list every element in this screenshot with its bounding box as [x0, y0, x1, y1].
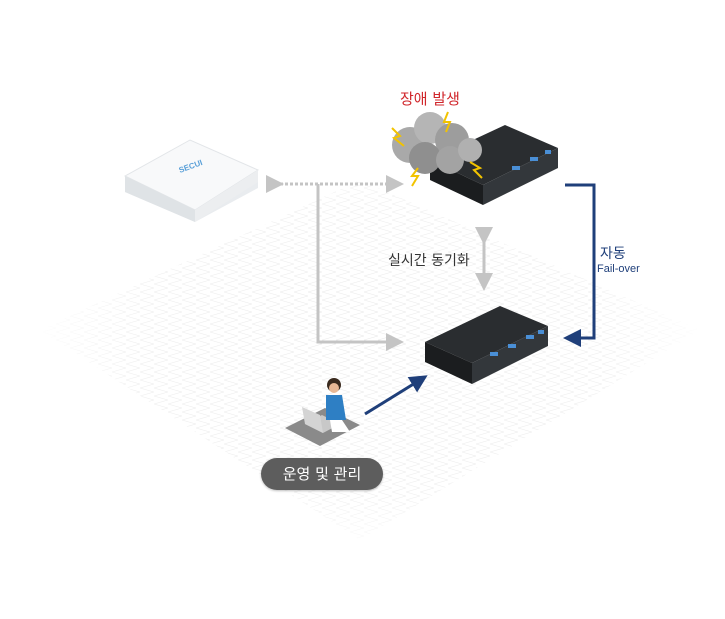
failure-label: 장애 발생 — [400, 90, 460, 108]
sync-connection — [266, 175, 493, 351]
operations-badge: 운영 및 관리 — [261, 458, 383, 490]
operator-laptop-icon — [285, 378, 360, 446]
failover-label: 자동 — [600, 246, 626, 262]
failover-sublabel: Fail-over — [597, 263, 640, 275]
failover-arrow — [563, 183, 596, 347]
sync-label: 실시간 동기화 — [388, 253, 470, 269]
floor-grid — [30, 140, 710, 560]
standby-server-icon — [425, 306, 548, 384]
secui-appliance-icon: SECUI — [123, 139, 260, 222]
explosion-cloud-icon — [391, 111, 483, 187]
operator-arrow — [364, 375, 428, 416]
